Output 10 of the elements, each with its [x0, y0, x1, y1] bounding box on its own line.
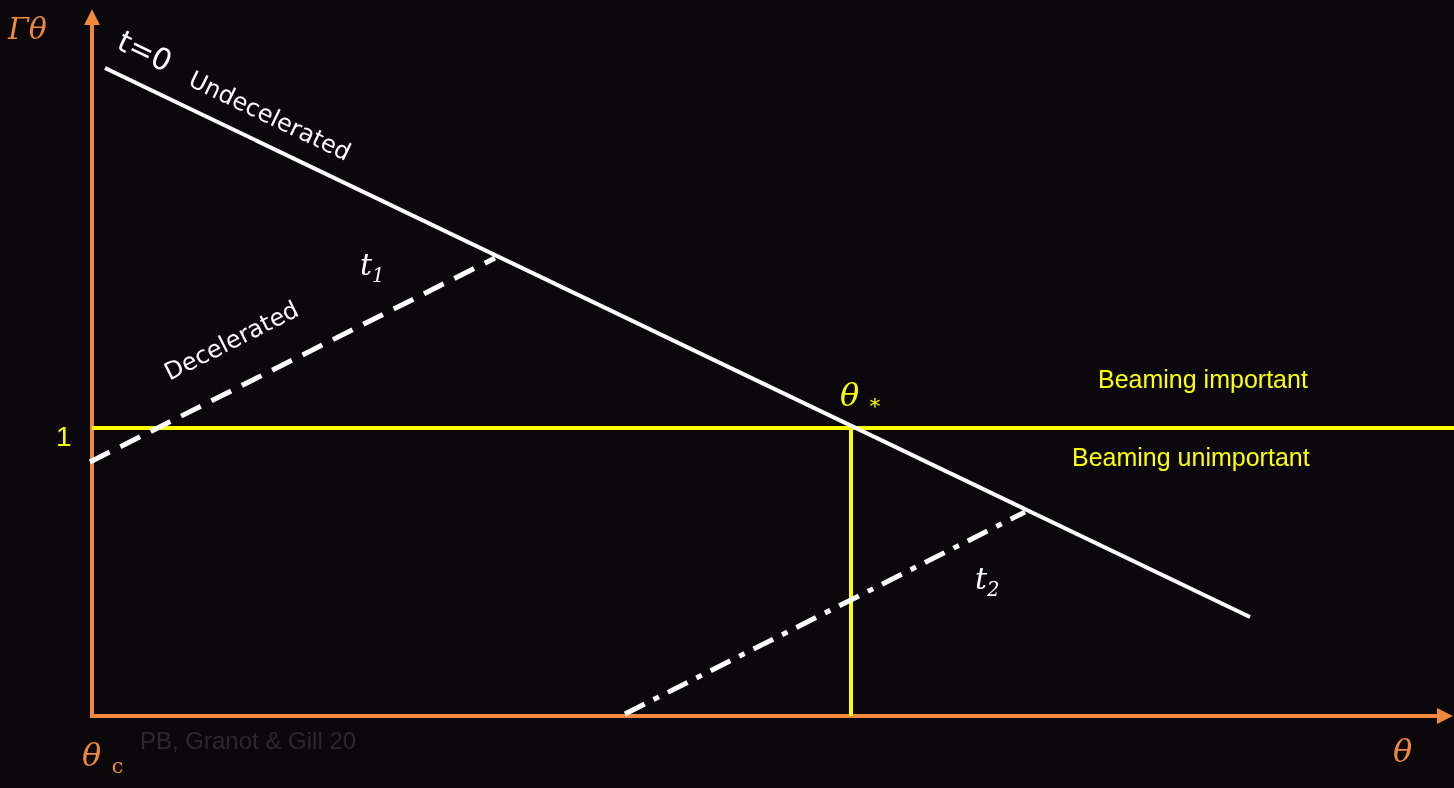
- point-label: θ$_{*}$: [840, 378, 881, 419]
- curve-label: t=0: [112, 24, 178, 78]
- curve-label: t$_{1}$: [360, 248, 385, 287]
- axis-label: Γθ: [8, 12, 47, 45]
- tick-label: 1: [56, 422, 72, 453]
- curve-label: t$_{2}$: [975, 562, 1000, 601]
- region-label: Beaming important: [1098, 366, 1308, 394]
- axis-label: θ: [1393, 734, 1413, 770]
- axis-label: θ$_{c}$: [82, 738, 124, 779]
- region-label: Beaming unimportant: [1072, 444, 1310, 472]
